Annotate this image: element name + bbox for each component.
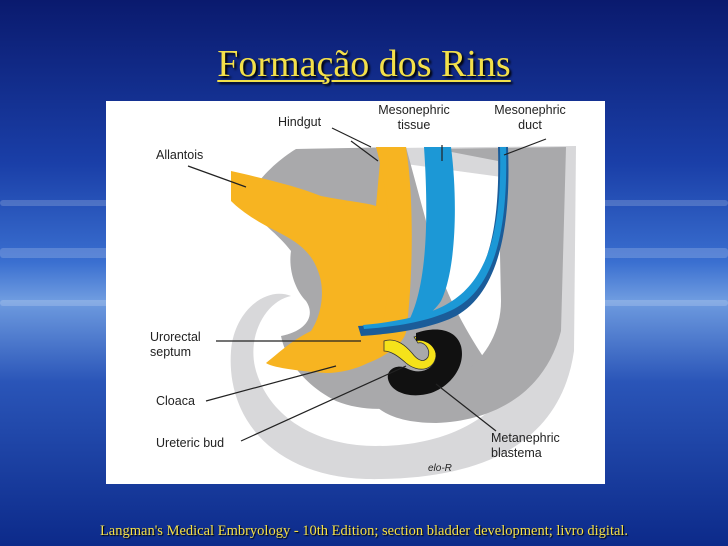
label-ureteric-bud: Ureteric bud <box>156 436 224 451</box>
label-mesonephric-tissue: Mesonephric tissue <box>374 103 454 133</box>
label-cloaca: Cloaca <box>156 394 195 409</box>
source-caption: Langman's Medical Embryology - 10th Edit… <box>0 523 728 540</box>
slide-title: Formação dos Rins <box>0 42 728 86</box>
label-mesonephric-tissue-line1: Mesonephric <box>374 103 454 118</box>
label-urorectal-septum: Urorectal septum <box>150 330 201 360</box>
label-allantois: Allantois <box>156 148 203 163</box>
embryology-diagram: Hindgut Mesonephric tissue Mesonephric d… <box>106 101 605 484</box>
label-mesonephric-duct-line1: Mesonephric <box>490 103 570 118</box>
label-urorectal-septum-line2: septum <box>150 345 201 360</box>
label-metanephric-blastema: Metanephric blastema <box>491 431 560 461</box>
artist-signature: elo-R <box>428 461 452 476</box>
label-mesonephric-duct: Mesonephric duct <box>490 103 570 133</box>
label-hindgut: Hindgut <box>278 115 321 130</box>
label-urorectal-septum-line1: Urorectal <box>150 330 201 345</box>
label-metanephric-blastema-line1: Metanephric <box>491 431 560 446</box>
label-metanephric-blastema-line2: blastema <box>491 446 560 461</box>
label-mesonephric-duct-line2: duct <box>490 118 570 133</box>
label-mesonephric-tissue-line2: tissue <box>374 118 454 133</box>
